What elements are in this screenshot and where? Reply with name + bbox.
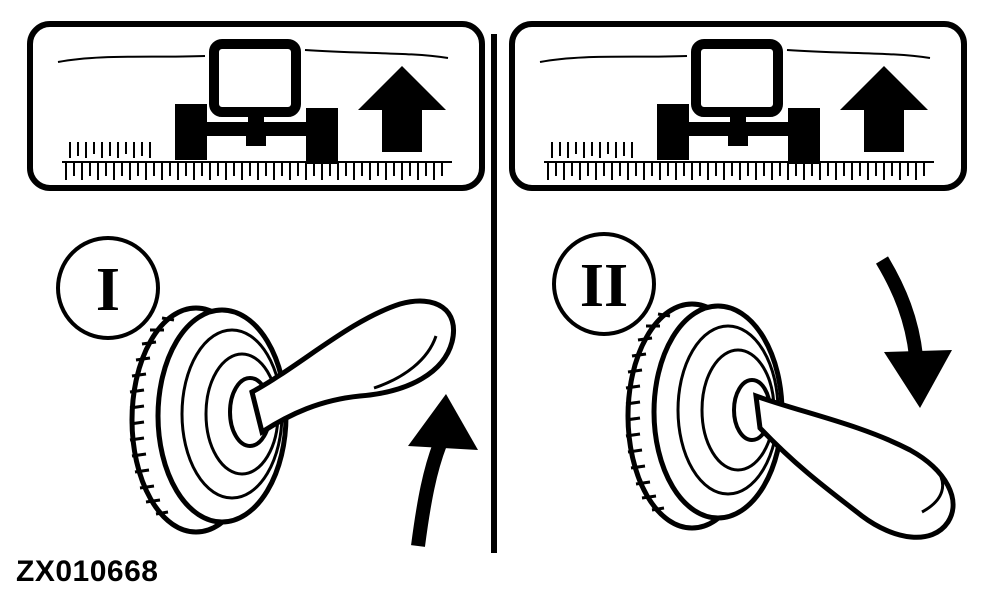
indicator-box: [509, 21, 967, 191]
position-label: II: [580, 252, 628, 320]
indicator-box: [27, 21, 485, 191]
position-label-circle-1: I: [56, 236, 160, 340]
toggle-switch-down: [625, 301, 956, 540]
position-label-circle-2: II: [552, 232, 656, 336]
tractor-icon: [657, 39, 820, 164]
up-arrow-icon: [358, 66, 446, 152]
panel-right: II: [509, 21, 967, 540]
up-arrow-icon: [840, 66, 928, 152]
toggle-switch-up: [129, 298, 456, 535]
position-label: I: [96, 256, 120, 324]
drawing-id-label: ZX010668: [16, 555, 159, 588]
curved-up-arrow-icon: [408, 394, 478, 547]
tractor-icon: [175, 39, 338, 164]
curved-down-arrow-icon: [875, 256, 952, 408]
panel-left: I: [27, 21, 485, 547]
